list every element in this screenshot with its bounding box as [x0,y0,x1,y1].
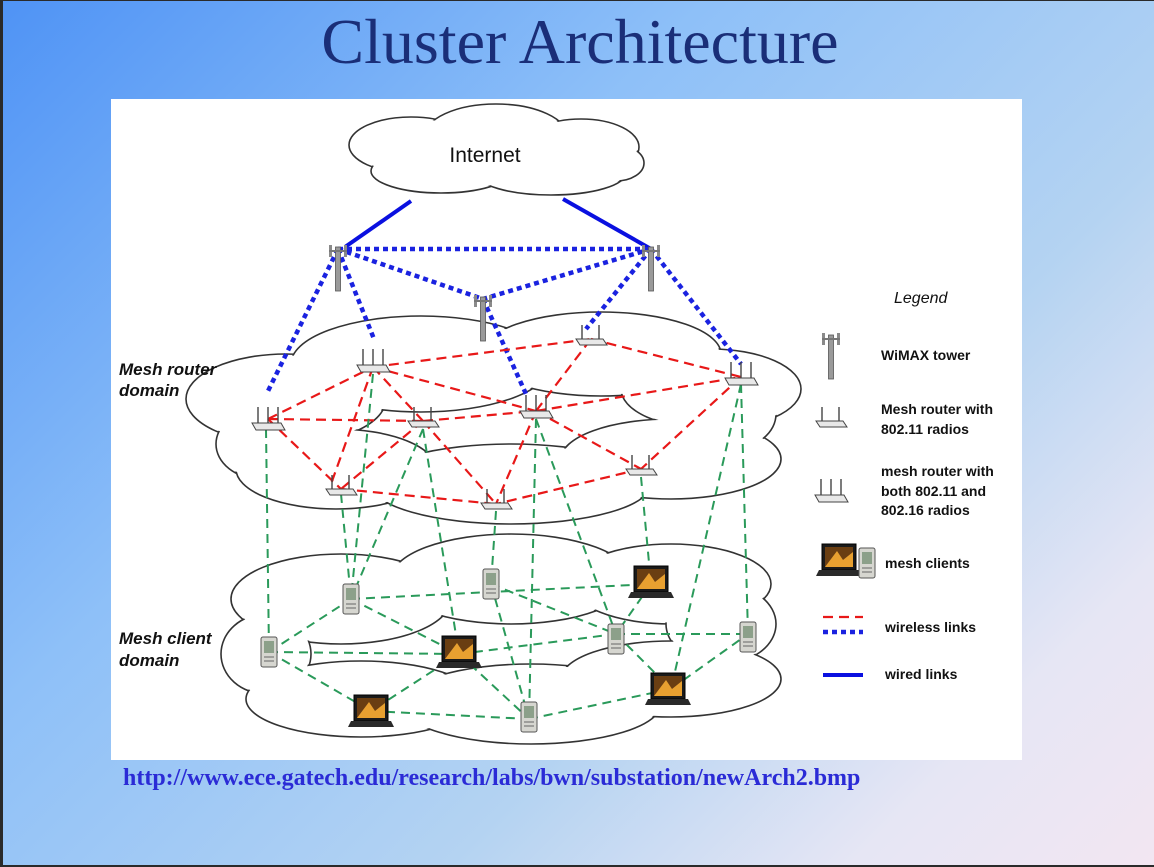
pda-client-icon [342,583,360,615]
mesh-client-cloud [220,533,782,745]
architecture-diagram: Internet Mesh router domain Mesh client … [119,103,998,745]
pda-client-icon [858,547,876,579]
pda-client-icon [607,623,625,655]
laptop-client-icon [435,635,483,669]
legend-router-label: Mesh router with 802.11 radios [881,401,997,437]
wireless-links-blue [265,246,743,395]
mesh-router-icon [815,406,848,428]
wimax-tower-icon [641,244,661,292]
legend-wireless-label: wireless links [884,619,976,635]
internet-cloud [348,103,645,196]
architecture-figure: Internet Mesh router domain Mesh client … [111,99,1022,760]
laptop-client-icon [644,672,692,706]
pda-client-icon [520,701,538,733]
legend-router-dual-label: mesh router with both 802.11 and 802.16 … [881,463,998,518]
laptop-client-icon [627,565,675,599]
legend-wired-label: wired links [884,666,958,682]
router-domain-label: Mesh router domain [119,360,221,400]
mesh-router-dual-icon [814,478,849,503]
legend-title: Legend [894,290,948,307]
pda-client-icon [260,636,278,668]
slide-title: Cluster Architecture [321,6,839,77]
legend-clients-label: mesh clients [885,555,970,571]
client-domain-label: Mesh client domain [119,629,216,670]
laptop-client-icon [347,694,395,728]
laptop-client-icon [815,543,863,577]
mesh-router-dual-icon [519,394,554,419]
pda-client-icon [739,621,757,653]
legend: Legend WiMAX tower Mesh router with 802.… [814,290,998,682]
wireless-links-red [267,337,742,506]
wired-links [343,197,652,251]
internet-label: Internet [449,144,520,167]
wimax-tower-icon [821,332,841,380]
legend-wimax-label: WiMAX tower [881,347,971,363]
pda-client-icon [482,568,500,600]
source-url-link[interactable]: http://www.ece.gatech.edu/research/labs/… [123,765,861,791]
